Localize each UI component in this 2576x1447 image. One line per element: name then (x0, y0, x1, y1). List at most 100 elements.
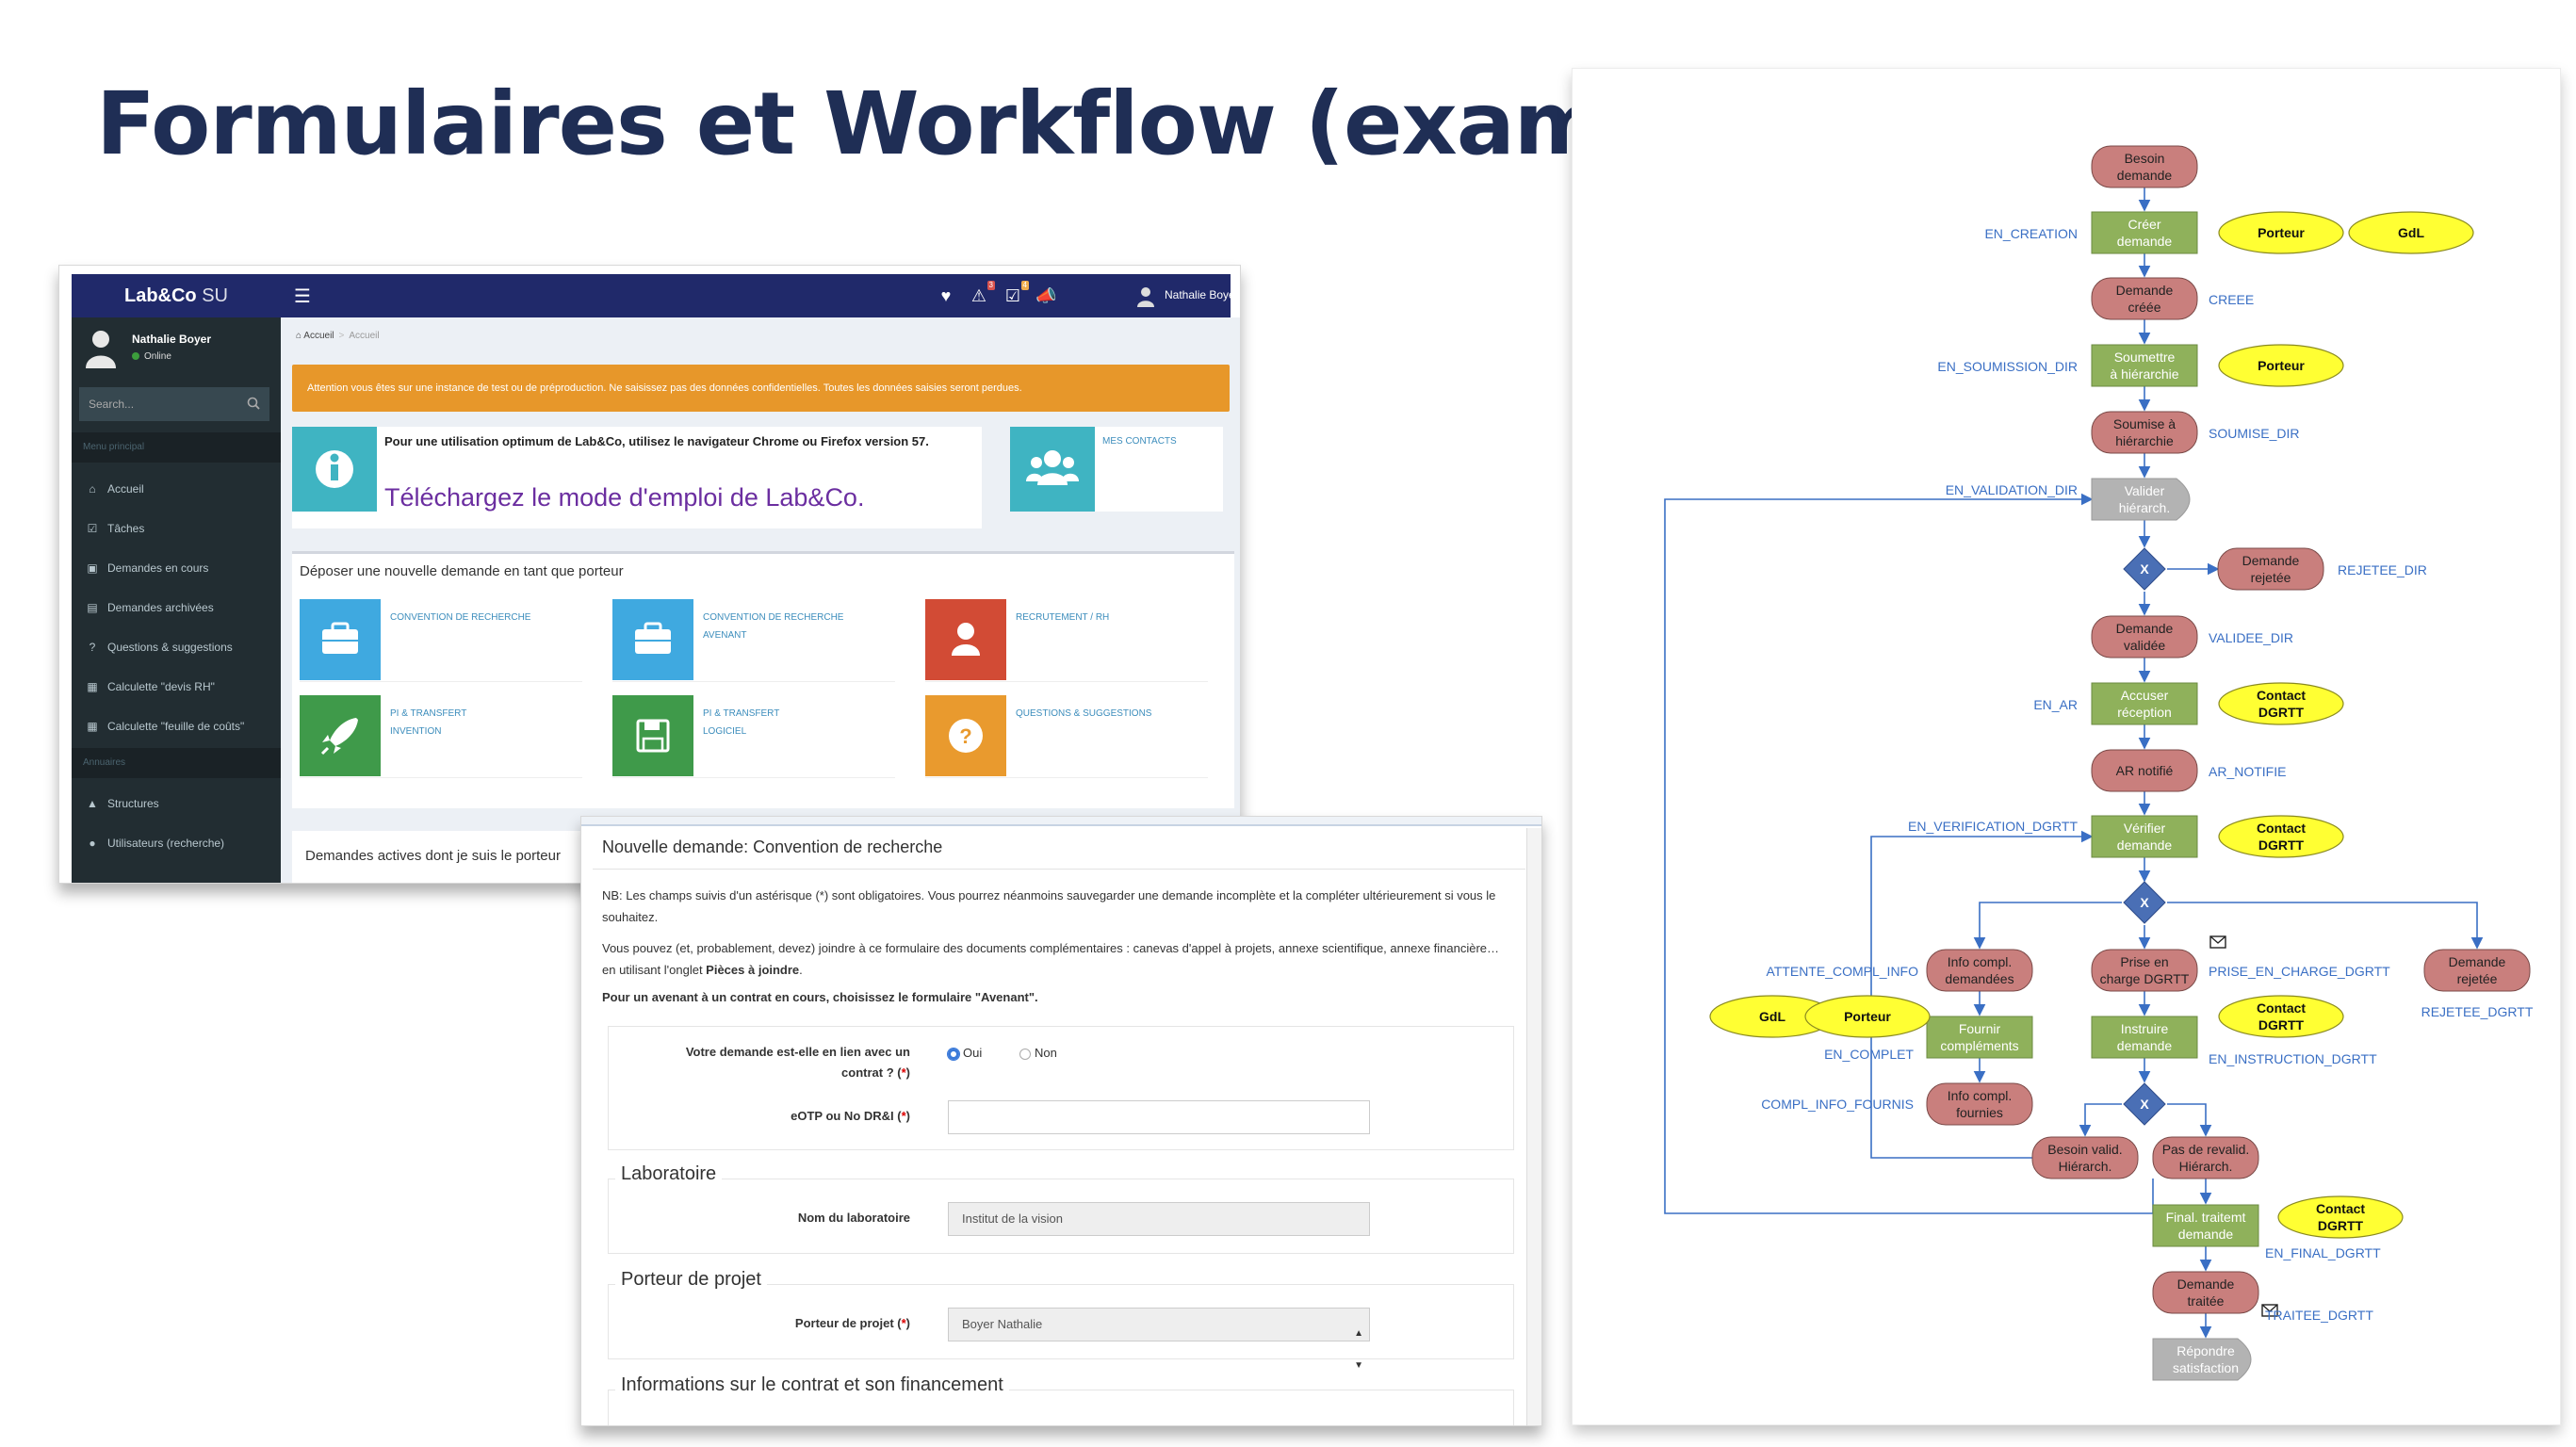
actor-ellipse (2218, 344, 2344, 387)
node-label: Valider (2125, 483, 2165, 498)
category-questions[interactable]: ? QUESTIONS & SUGGESTIONS (925, 695, 1208, 778)
node-label: Demande (2116, 283, 2174, 298)
node-label: Créer (2128, 217, 2160, 232)
state-shape (1926, 1082, 2033, 1126)
workflow-node-fournir: Fournir compléments (1926, 1016, 2033, 1059)
sidebar-item-taches[interactable]: ☑Tâches (85, 522, 145, 535)
top-user-name[interactable]: Nathalie Boyer (1165, 288, 1239, 301)
contacts-box[interactable]: MES CONTACTS (1010, 427, 1223, 512)
envelope-flap (2209, 935, 2226, 944)
sidebar-search-input[interactable]: Search... (79, 387, 269, 421)
question-icon: ? (925, 695, 1006, 776)
radio-non[interactable]: Non (1019, 1046, 1057, 1060)
state-label: AR_NOTIFIE (2209, 764, 2286, 779)
alert-triangle-icon[interactable]: ⚠3 (970, 281, 995, 305)
sidebar-item-feuille-couts[interactable]: ▦Calculette "feuille de coûts" (85, 720, 244, 733)
category-label: QUESTIONS & SUGGESTIONS (1016, 708, 1152, 719)
actor-ellipse (2218, 815, 2344, 858)
workflow-state-labels: EN_CREATIONCREEEEN_SOUMISSION_DIRSOUMISE… (1761, 226, 2534, 1323)
eotp-input[interactable] (948, 1100, 1370, 1134)
workflow-node-prise: Prise en charge DGRTT (2091, 949, 2198, 992)
state-label: EN_VERIFICATION_DGRTT (1908, 819, 2078, 834)
node-label: demandées (1945, 971, 2014, 986)
category-convention-recherche[interactable]: CONVENTION DE RECHERCHE (300, 599, 582, 682)
porteur-select[interactable]: Boyer Nathalie▲▼ (948, 1308, 1370, 1371)
contacts-label[interactable]: MES CONTACTS (1102, 436, 1177, 447)
task-shape (2091, 1016, 2198, 1059)
slide-title: Formulaires et Workflow (examples) (96, 73, 1841, 174)
menu-toggle-icon[interactable]: ☰ (294, 286, 311, 307)
node-label: à hiérarchie (2110, 366, 2178, 382)
radio-oui[interactable]: Oui (947, 1046, 982, 1061)
sidebar-item-demandes-archivees[interactable]: ▤Demandes archivées (85, 601, 213, 614)
task-shape (2091, 682, 2198, 725)
workflow-edge (1973, 902, 2122, 950)
megaphone-icon[interactable]: 📣 (1035, 286, 1057, 305)
sidebar-item-devis-rh[interactable]: ▦Calculette "devis RH" (85, 680, 215, 693)
sidebar-item-questions[interactable]: ?Questions & suggestions (85, 641, 233, 654)
lab-input[interactable]: Institut de la vision (948, 1202, 1370, 1236)
menu-header: Menu principal (72, 432, 281, 463)
breadcrumb: ⌂ Accueil>Accueil (296, 331, 380, 341)
laboratoire-fieldset: Nom du laboratoire Institut de la vision (608, 1179, 1514, 1254)
sidebar-item-accueil[interactable]: ⌂Accueil (85, 482, 144, 496)
heart-icon[interactable]: ♥ (940, 286, 952, 305)
download-manual-link[interactable]: Téléchargez le mode d'emploi de Lab&Co. (384, 483, 865, 512)
node-label: charge DGRTT (2100, 971, 2190, 986)
node-label: créée (2128, 300, 2160, 315)
node-label: Fournir (1959, 1021, 2001, 1036)
scrollbar[interactable] (1526, 828, 1541, 1425)
brand-name: Lab&Co (123, 285, 197, 306)
node-label: Accuser (2121, 688, 2169, 703)
actor-porteur1: Porteur (2218, 211, 2344, 254)
radio-label: Non (1035, 1046, 1057, 1060)
node-label: Vérifier (2124, 821, 2166, 836)
status-label: Online (144, 351, 171, 362)
search-icon[interactable] (247, 397, 260, 410)
node-label: compléments (1940, 1038, 2018, 1053)
node-label: Répondre (2177, 1343, 2235, 1358)
actor-label: DGRTT (2318, 1218, 2364, 1233)
sidebar-item-label: Questions & suggestions (107, 641, 233, 654)
porteur-label: Porteur de projet (*) (794, 1316, 910, 1330)
brand-logo[interactable]: Lab&Co SU (72, 274, 281, 317)
state-label: EN_FINAL_DGRTT (2265, 1245, 2381, 1260)
brand-suffix: SU (196, 285, 228, 306)
breadcrumb-root[interactable]: Accueil (303, 331, 334, 341)
inbox-icon: ▣ (87, 561, 98, 575)
sidebar-avatar-icon (86, 331, 116, 368)
category-recrutement[interactable]: RECRUTEMENT / RH (925, 599, 1208, 682)
form-screenshot: Nouvelle demande: Convention de recherch… (580, 816, 1542, 1426)
actor-label: DGRTT (2258, 705, 2305, 720)
sidebar-item-label: Accueil (107, 482, 144, 496)
state-shape (2091, 949, 2198, 992)
user-avatar-icon[interactable] (1136, 285, 1155, 308)
workflow-edge (2079, 1103, 2122, 1137)
tasks-icon[interactable]: ☑4 (1004, 281, 1029, 305)
sidebar-item-demandes-en-cours[interactable]: ▣Demandes en cours (85, 561, 208, 575)
sidebar-item-utilisateurs[interactable]: ●Utilisateurs (recherche) (85, 837, 224, 850)
structure-icon: ▲ (87, 797, 98, 810)
workflow-node-info_fourn: Info compl.fournies (1926, 1082, 2033, 1126)
workflow-edge (2167, 902, 2484, 950)
node-label: Prise en (2120, 954, 2168, 969)
state-shape (2091, 145, 2198, 188)
info-icon (292, 427, 377, 512)
state-label: ATTENTE_COMPL_INFO (1766, 964, 1918, 979)
sidebar-item-label: Calculette "feuille de coûts" (107, 720, 245, 733)
gateway-label: X (2140, 561, 2149, 577)
sidebar-item-structures[interactable]: ▲Structures (85, 797, 159, 810)
gateway-label: X (2140, 1097, 2149, 1112)
state-label: SOUMISE_DIR (2209, 426, 2299, 441)
category-label: RECRUTEMENT / RH (1016, 612, 1110, 623)
